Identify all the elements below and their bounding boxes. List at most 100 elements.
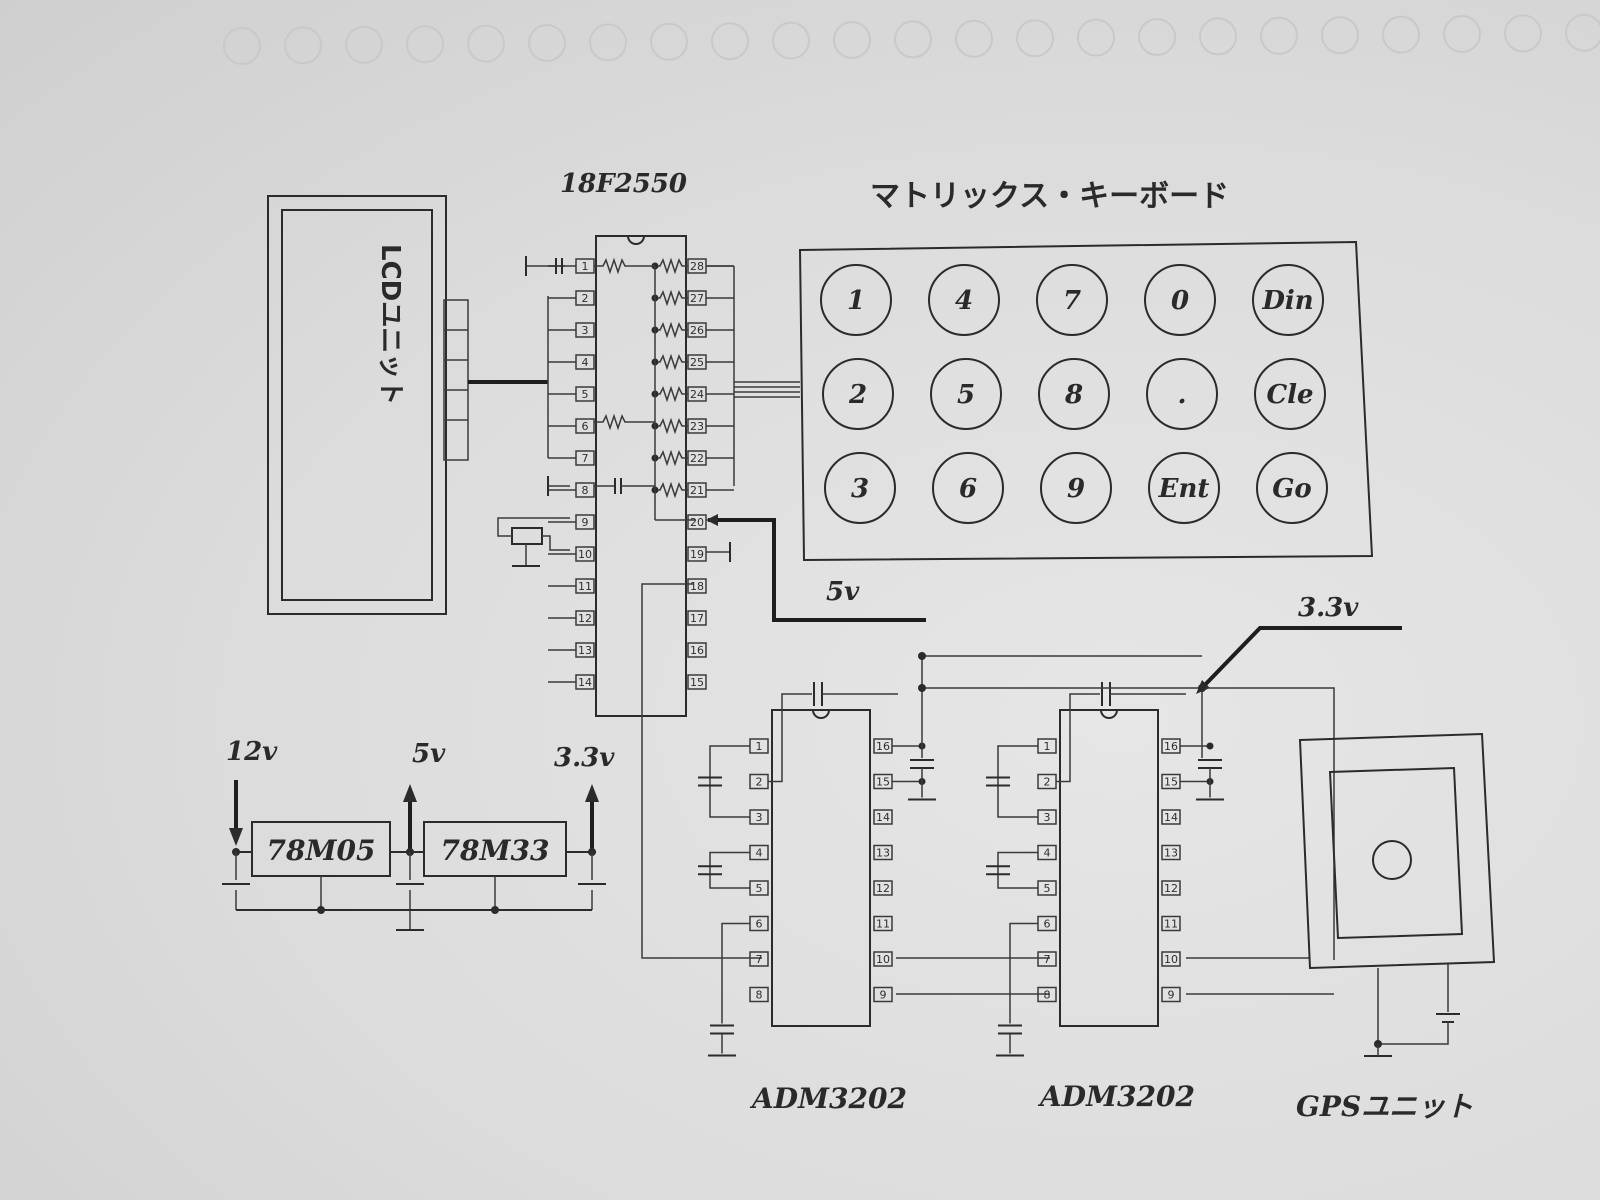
key-label: . (1177, 380, 1186, 410)
adm2-label: ADM3202 (1037, 1080, 1195, 1113)
adm1-pin-box (873, 809, 893, 825)
binder-hole (650, 22, 688, 61)
rail-5v-label: 5v (826, 577, 860, 607)
mcu-pin-number: 4 (582, 356, 589, 369)
binder-hole (1382, 15, 1420, 54)
adm2-pin-number: 9 (1168, 989, 1175, 1002)
adm1-label: ADM3202 (749, 1082, 907, 1115)
binder-hole (772, 21, 810, 60)
mcu-pin-number: 26 (690, 324, 704, 337)
key-5 (930, 358, 1002, 430)
key-label: 5 (957, 380, 975, 410)
adm1-pin-number: 8 (756, 989, 763, 1002)
binder-hole (1321, 16, 1359, 55)
adm1-pin-box (873, 844, 893, 861)
key-label: 4 (955, 286, 973, 316)
pullup-resistor (655, 385, 688, 403)
adm2-pin-box (1161, 915, 1181, 932)
mcu-pin-box (687, 578, 707, 594)
matrix-keyboard: マトリックス・キーボード (798, 179, 1374, 562)
mcu-pin-number: 1 (582, 260, 589, 273)
power-3v3-label: 3.3v (554, 743, 615, 773)
adm1-pin-number: 13 (876, 847, 890, 860)
adm2-cap-wire (1056, 693, 1100, 783)
key-label: 1 (847, 286, 865, 316)
mcu-pin-number: 28 (690, 260, 704, 273)
adm1-pin-box (873, 915, 893, 932)
binder-hole (1565, 13, 1600, 52)
adm1-pin-number: 7 (756, 953, 763, 966)
adm2-pin-box (1161, 809, 1181, 825)
mcu-18f2550: 18F2550 (560, 169, 687, 717)
pullup-resistor (655, 289, 688, 307)
binder-hole (467, 24, 505, 63)
adm2-pin-number: 16 (1164, 740, 1178, 753)
key-label: 7 (1063, 286, 1081, 316)
mcu-pin-number: 10 (578, 548, 592, 561)
power-12v-label: 12v (226, 737, 278, 767)
gps-inner-frame (1328, 766, 1464, 940)
key-2 (822, 358, 894, 430)
mcu-pin-box (687, 610, 707, 626)
binder-hole (589, 23, 627, 62)
binder-hole (284, 26, 322, 65)
mcu-pin-box (687, 674, 707, 690)
lcd-inner-frame (281, 209, 433, 601)
key-Din (1252, 264, 1324, 336)
key-1 (820, 264, 892, 336)
gps-antenna-icon (1372, 840, 1412, 880)
key-Go (1256, 452, 1328, 524)
adm2-pin-box (1161, 844, 1181, 861)
mcu-pin-number: 27 (690, 292, 704, 305)
mcu-pin-number: 7 (582, 452, 589, 465)
binder-hole (955, 19, 993, 58)
lcd-outer-frame (267, 195, 447, 615)
adm2-notch (1100, 709, 1118, 719)
power-5v-label: 5v (412, 739, 446, 769)
key-label: 0 (1171, 286, 1189, 316)
pullup-resistor (655, 481, 688, 499)
mcu-pin-number: 13 (578, 644, 592, 657)
binder-hole (1138, 18, 1176, 56)
keyboard-title: マトリックス・キーボード (870, 179, 1229, 214)
mcu-pin-number: 14 (578, 676, 592, 689)
binder-hole (406, 25, 444, 64)
key-9 (1040, 452, 1112, 524)
mcu-pin-number: 19 (690, 548, 704, 561)
mcu-pin-number: 6 (582, 420, 589, 433)
binder-hole (1504, 14, 1542, 53)
lcd-label: LCDユニット (375, 244, 405, 405)
adm2-pin-box (1161, 880, 1181, 896)
adm1-cap-wire (721, 922, 750, 1024)
adm1-notch (812, 709, 830, 719)
mcu-pin-number: 21 (690, 484, 704, 497)
pullup-resistor (655, 353, 688, 371)
key-4 (928, 264, 1000, 336)
key-label: 3 (851, 474, 869, 504)
rail-3v3-label: 3.3v (1298, 593, 1359, 623)
key-3 (824, 452, 896, 524)
adm2-pin-number: 15 (1164, 776, 1178, 789)
power-supply: 12v 5v 3.3v 78M05 78M33 (222, 737, 615, 931)
regulator-78m05-label: 78M05 (267, 834, 376, 867)
v33-distribution (896, 652, 1335, 995)
key-label: Go (1272, 474, 1312, 504)
key-Ent (1148, 452, 1220, 524)
adm1-pin-number: 5 (756, 882, 763, 895)
adm1-cap-wire (768, 693, 812, 783)
junction-dot (1206, 742, 1214, 750)
key-label: Cle (1266, 380, 1313, 410)
rail-3v3: 3.3v (1196, 593, 1402, 694)
adm1-cap-wire (709, 851, 750, 889)
adm1-pin-number: 15 (876, 776, 890, 789)
adm2-pin-number: 2 (1044, 776, 1051, 789)
adm2-pin-number: 1 (1044, 740, 1051, 753)
adm2-pin-number: 10 (1164, 953, 1178, 966)
binder-hole (711, 22, 749, 61)
adm1-pin-number: 10 (876, 953, 890, 966)
adm2-cap-wire (1009, 922, 1038, 1024)
